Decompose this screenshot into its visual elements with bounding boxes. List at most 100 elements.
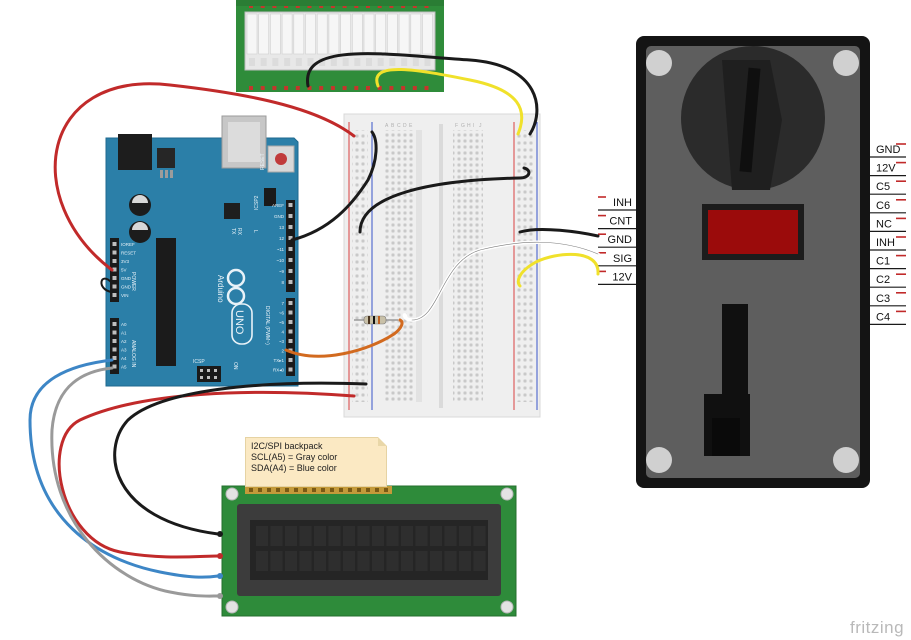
led-bar-pin [342,58,349,66]
lcd-char-cell [401,526,413,546]
led-bar-dot [424,86,429,90]
i2c-backpack-note: I2C/SPI backpack SCL(A5) = Gray color SD… [245,437,387,487]
led-bar-dot [330,86,335,90]
digital-pin [288,367,293,372]
wire-black-lcd-gnd [113,381,368,536]
fritzing-brand: fritzing [850,618,905,637]
coin-pin-label: C5 [876,181,890,193]
coin-pin-label: INH [876,237,895,249]
wire-black-gnd [100,277,113,293]
lcd-pin [384,488,388,492]
led-bar-cell [375,13,387,55]
bb-col-letter: G [461,123,465,129]
digital-pin [288,339,293,343]
bb-col-letter: I [473,123,474,129]
lcd-char-cell [372,551,384,571]
lcd-char-cell [415,551,428,571]
power-pin [112,284,117,289]
led-bar-dot [354,86,359,90]
lcd-char-cell [314,526,326,546]
analog-pin [112,347,117,352]
analog-pin-label: A0 [121,322,127,327]
wires [28,52,600,598]
lcd-char-cell [401,551,413,571]
power-group-label: POWER [130,272,136,291]
digital-pin-label: TX▸1 [273,358,284,363]
bb-col-letter: J [479,123,482,129]
digital-pin-label: AREF [272,203,284,208]
led-bar-pin [307,58,314,66]
digital-pin [288,236,293,240]
led-bar-pin [260,58,267,66]
coin-pin-label: 12V [876,163,896,175]
bb-col-letter: H [467,123,471,129]
digital-pin-label: GND [274,214,285,219]
digital-header-high [286,200,295,292]
wire-black-top [306,52,539,136]
lcd-char-cell [328,551,341,571]
digital-pin-label: ~3 [279,339,285,344]
led-bar-pin [389,58,396,66]
lcd-char-cell [430,551,442,571]
coin-pin-label: C1 [876,256,890,268]
digital-header-low [286,298,295,376]
digital-pin [288,310,293,315]
rx-led-label: RX [236,228,242,236]
lcd-char-cell [357,551,370,571]
led-bar-cell [316,13,328,55]
wire-red-lcd-vcc [57,390,356,559]
lcd-pin [267,488,271,492]
led-bar-cell [422,13,433,55]
coin-pin-label: C6 [876,200,890,212]
analog-pin [112,356,117,360]
led-bar-dot [377,86,382,90]
digital-pin [288,225,293,229]
wire-gray-scl [50,366,220,598]
lcd-pin [321,488,325,492]
analog-pin [112,339,117,343]
led-bar-dot [389,86,394,90]
breadboard: A B C D E F G H I J [343,113,541,418]
led-bar-cell [363,13,375,55]
lcd-char-cell [473,551,486,571]
atmega-chip [156,238,176,366]
digital-pin-label: ~9 [279,269,285,274]
lcd-char-cell [459,551,471,571]
led-bar-pin [377,58,384,66]
uno-model-label: UNO [233,310,245,335]
lcd-pin [357,488,361,492]
lcd-char-cell [299,551,312,571]
led-bar-pin [295,58,302,66]
lcd-pin [366,488,370,492]
lcd-char-cell [256,526,268,546]
led-bar-pin [424,58,431,66]
analog-pin [112,322,117,326]
lcd-char-cell [444,526,457,546]
lcd-pin [348,488,352,492]
digital-pin [288,203,293,207]
dc-jack [118,134,152,170]
lcd-pin [285,488,289,492]
lcd-char-cell [473,526,486,546]
wire-yellow-coin-12v [516,252,600,288]
lcd-char-cell [285,551,297,571]
digital-pin-label: ~11 [277,247,285,252]
lcd-char-cell [343,526,355,546]
lcd-char-cell [430,526,442,546]
lcd-header-pins [245,486,392,494]
led-bar-dot [319,86,324,90]
analog-pin [112,364,117,369]
led-bar-cell [293,13,305,55]
led-bar-pin [366,58,372,66]
led-bar-pin [319,58,326,66]
power-pin-label: 3V3 [121,259,130,264]
led-bar-pin [249,58,255,66]
coin-wired-pin-label: INH [613,197,632,209]
lcd-char-cell [386,526,399,546]
digital-pin-label: 7 [281,301,284,306]
led-bar-cell [387,13,398,55]
power-pin [112,250,117,255]
coin-pin-label: C4 [876,311,890,323]
digital-pin [288,329,293,334]
